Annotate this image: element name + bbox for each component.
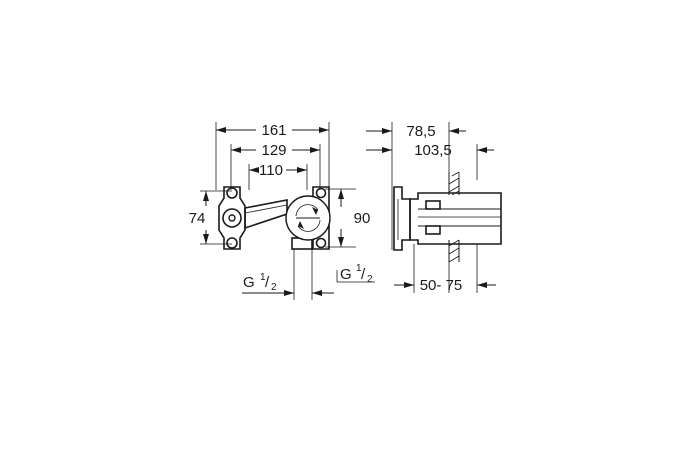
mounting-plate — [393, 186, 411, 251]
dim-78-5-label: 78,5 — [406, 123, 435, 140]
thread-right-prefix: G — [340, 266, 352, 283]
dim-103-5: 103,5 — [366, 142, 494, 159]
thread-callout-right: G 1 / 2 — [312, 263, 375, 296]
thread-right-slash: / — [361, 266, 366, 283]
dim-129-label: 129 — [261, 142, 286, 159]
thread-left-prefix: G — [243, 274, 255, 291]
dim-74: 74 — [189, 191, 209, 244]
dim-78-5: 78,5 — [366, 123, 466, 140]
dim-74-label: 74 — [189, 210, 206, 227]
valve-body — [285, 186, 331, 250]
connecting-arm — [244, 199, 288, 230]
dim-129: 129 — [231, 142, 320, 159]
thread-right-den: 2 — [367, 274, 373, 285]
dim-50-75-label: 50- 75 — [420, 277, 463, 294]
dim-161-label: 161 — [261, 122, 286, 139]
dim-161: 161 — [216, 122, 329, 139]
front-view: 161 129 110 74 — [189, 122, 375, 300]
dim-90: 90 — [338, 189, 370, 247]
thread-left-slash: / — [265, 274, 270, 291]
body-profile — [409, 192, 502, 245]
thread-callout-left: G 1 / 2 — [242, 272, 294, 296]
left-bracket — [218, 186, 246, 250]
thread-right-num: 1 — [356, 263, 362, 274]
dim-103-5-label: 103,5 — [414, 142, 452, 159]
dim-110: 110 — [249, 162, 307, 179]
thread-left-num: 1 — [260, 272, 266, 283]
dim-50-75: 50- 75 — [394, 277, 496, 294]
dim-110-label: 110 — [259, 162, 283, 179]
side-view: 78,5 103,5 — [366, 122, 502, 294]
thread-left-den: 2 — [271, 282, 277, 293]
dim-90-label: 90 — [354, 210, 371, 227]
